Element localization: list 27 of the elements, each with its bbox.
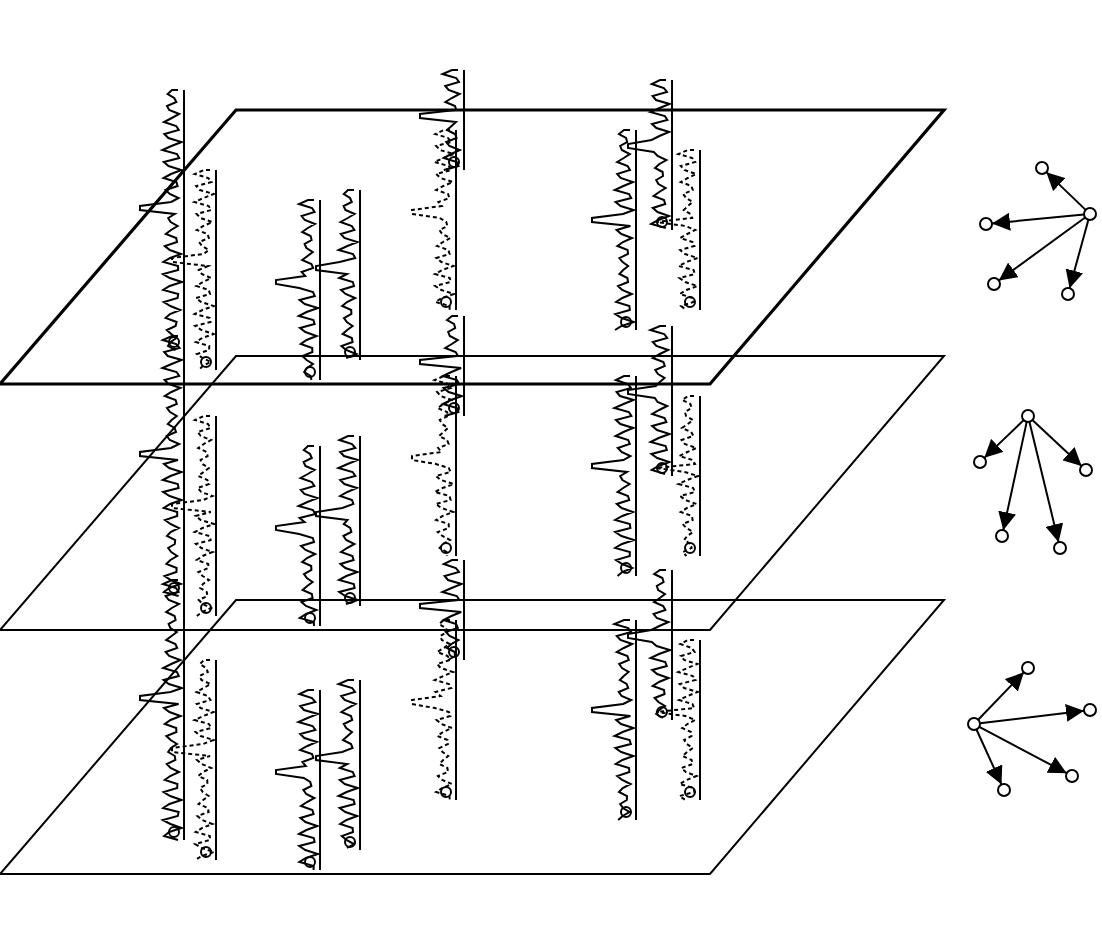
arrow [1031,419,1083,467]
arrow [1045,171,1087,211]
graph-node [987,277,1001,291]
graph-node [979,217,993,231]
graph-node [995,529,1009,543]
graph-node [1061,287,1075,301]
graph-node [973,455,987,469]
arrow [998,420,1028,532]
graph-node [1021,661,1035,675]
arrow [978,703,1086,725]
graph-node [997,783,1011,797]
arrow [983,419,1025,459]
graph-node [1035,161,1049,175]
graph-node [1053,541,1067,555]
graph-node [1083,703,1097,717]
graph-node [1065,769,1079,783]
arrow [978,725,1068,775]
graph-node [967,717,981,731]
arrow [990,212,1086,231]
graph-node [1021,409,1035,423]
arrow [1065,218,1090,290]
arrow [1028,420,1064,544]
arrow [977,671,1025,721]
arrow [975,728,1003,786]
arrow [997,216,1087,282]
graph-node [1083,207,1097,221]
graph-node [1079,463,1093,477]
